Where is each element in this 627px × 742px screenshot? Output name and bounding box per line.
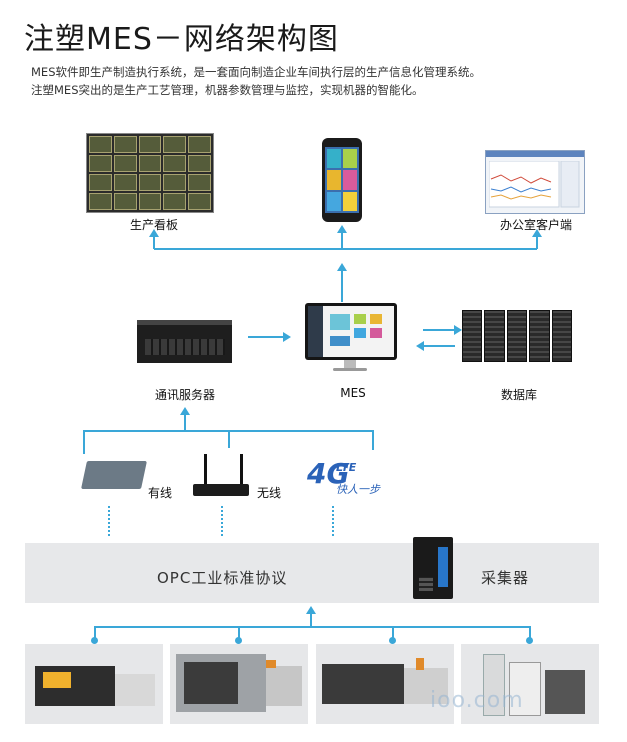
dotted-link-wireless	[221, 506, 223, 536]
mes-uplink	[341, 270, 343, 302]
opc-uplink-arrow	[306, 606, 316, 614]
wired-gateway-image	[81, 461, 147, 489]
mobile-phone-image	[322, 138, 362, 222]
top-distribution-line	[154, 248, 537, 250]
machine-4-panel	[461, 644, 599, 724]
machine-1-panel	[25, 644, 163, 724]
db-to-mes-arrow	[416, 341, 424, 351]
collector-image	[413, 537, 453, 599]
network-uplink-arrow	[180, 407, 190, 415]
board-arrow	[149, 229, 159, 237]
dotted-link-wired	[108, 506, 110, 536]
server-to-mes-line	[248, 336, 284, 338]
machine-2-drop	[238, 626, 240, 638]
mes-to-db-line	[423, 329, 455, 331]
office-arrow	[532, 229, 542, 237]
machine-3-panel	[316, 644, 454, 724]
opc-protocol-label: OPC工业标准协议	[157, 569, 288, 587]
office-client-label: 办公室客户端	[499, 218, 572, 232]
database-label: 数据库	[500, 388, 537, 402]
server-to-mes-arrow	[283, 332, 291, 342]
database-racks-image	[462, 310, 573, 362]
machine-bus-line	[94, 626, 530, 628]
lte-suffix: LTE	[336, 461, 357, 474]
db-to-mes-line	[423, 345, 455, 347]
machine-1-node	[91, 637, 98, 644]
watermark: ioo.com	[430, 688, 524, 713]
description-line-1: MES软件即生产制造执行系统，是一套面向制造企业车间执行层的生产信息化管理系统。	[31, 65, 481, 79]
mes-to-db-arrow	[454, 325, 462, 335]
machine-2-node	[235, 637, 242, 644]
wireless-label: 无线	[257, 486, 282, 500]
office-client-image	[485, 150, 585, 214]
board-label: 生产看板	[130, 218, 179, 232]
wireless-router-image	[193, 484, 249, 496]
monitor-stand	[344, 360, 356, 368]
mes-monitor-image	[305, 303, 397, 360]
lte-logo: 4G	[307, 457, 350, 490]
machine-4-node	[526, 637, 533, 644]
machine-1-drop	[94, 626, 96, 638]
machine-2-panel	[170, 644, 308, 724]
mes-label: MES	[340, 386, 366, 400]
comm-server-image	[137, 320, 232, 363]
phone-connector	[341, 232, 343, 249]
machine-3-node	[389, 637, 396, 644]
mes-uplink-arrow	[337, 263, 347, 271]
router-antenna-right	[240, 454, 243, 486]
collector-label: 采集器	[481, 569, 530, 587]
lte-slogan: 快人一步	[336, 483, 380, 496]
production-board-image	[86, 133, 214, 213]
machine-3-drop	[392, 626, 394, 638]
network-uplink	[184, 414, 186, 430]
opc-uplink	[310, 613, 312, 627]
lte-drop	[372, 430, 374, 450]
wired-drop	[83, 430, 85, 454]
page-title: 注塑MES－网络架构图	[24, 22, 339, 57]
server-label: 通讯服务器	[154, 388, 215, 402]
dotted-link-lte	[332, 506, 334, 536]
opc-band	[25, 543, 599, 603]
wired-label: 有线	[148, 486, 173, 500]
wireless-drop	[228, 430, 230, 448]
board-connector	[153, 236, 155, 249]
machine-4-drop	[529, 626, 531, 638]
description-line-2: 注塑MES突出的是生产工艺管理，机器参数管理与监控，实现机器的智能化。	[31, 83, 424, 97]
monitor-base	[333, 368, 367, 371]
phone-arrow	[337, 225, 347, 233]
router-antenna-left	[204, 454, 207, 486]
office-connector	[536, 236, 538, 249]
